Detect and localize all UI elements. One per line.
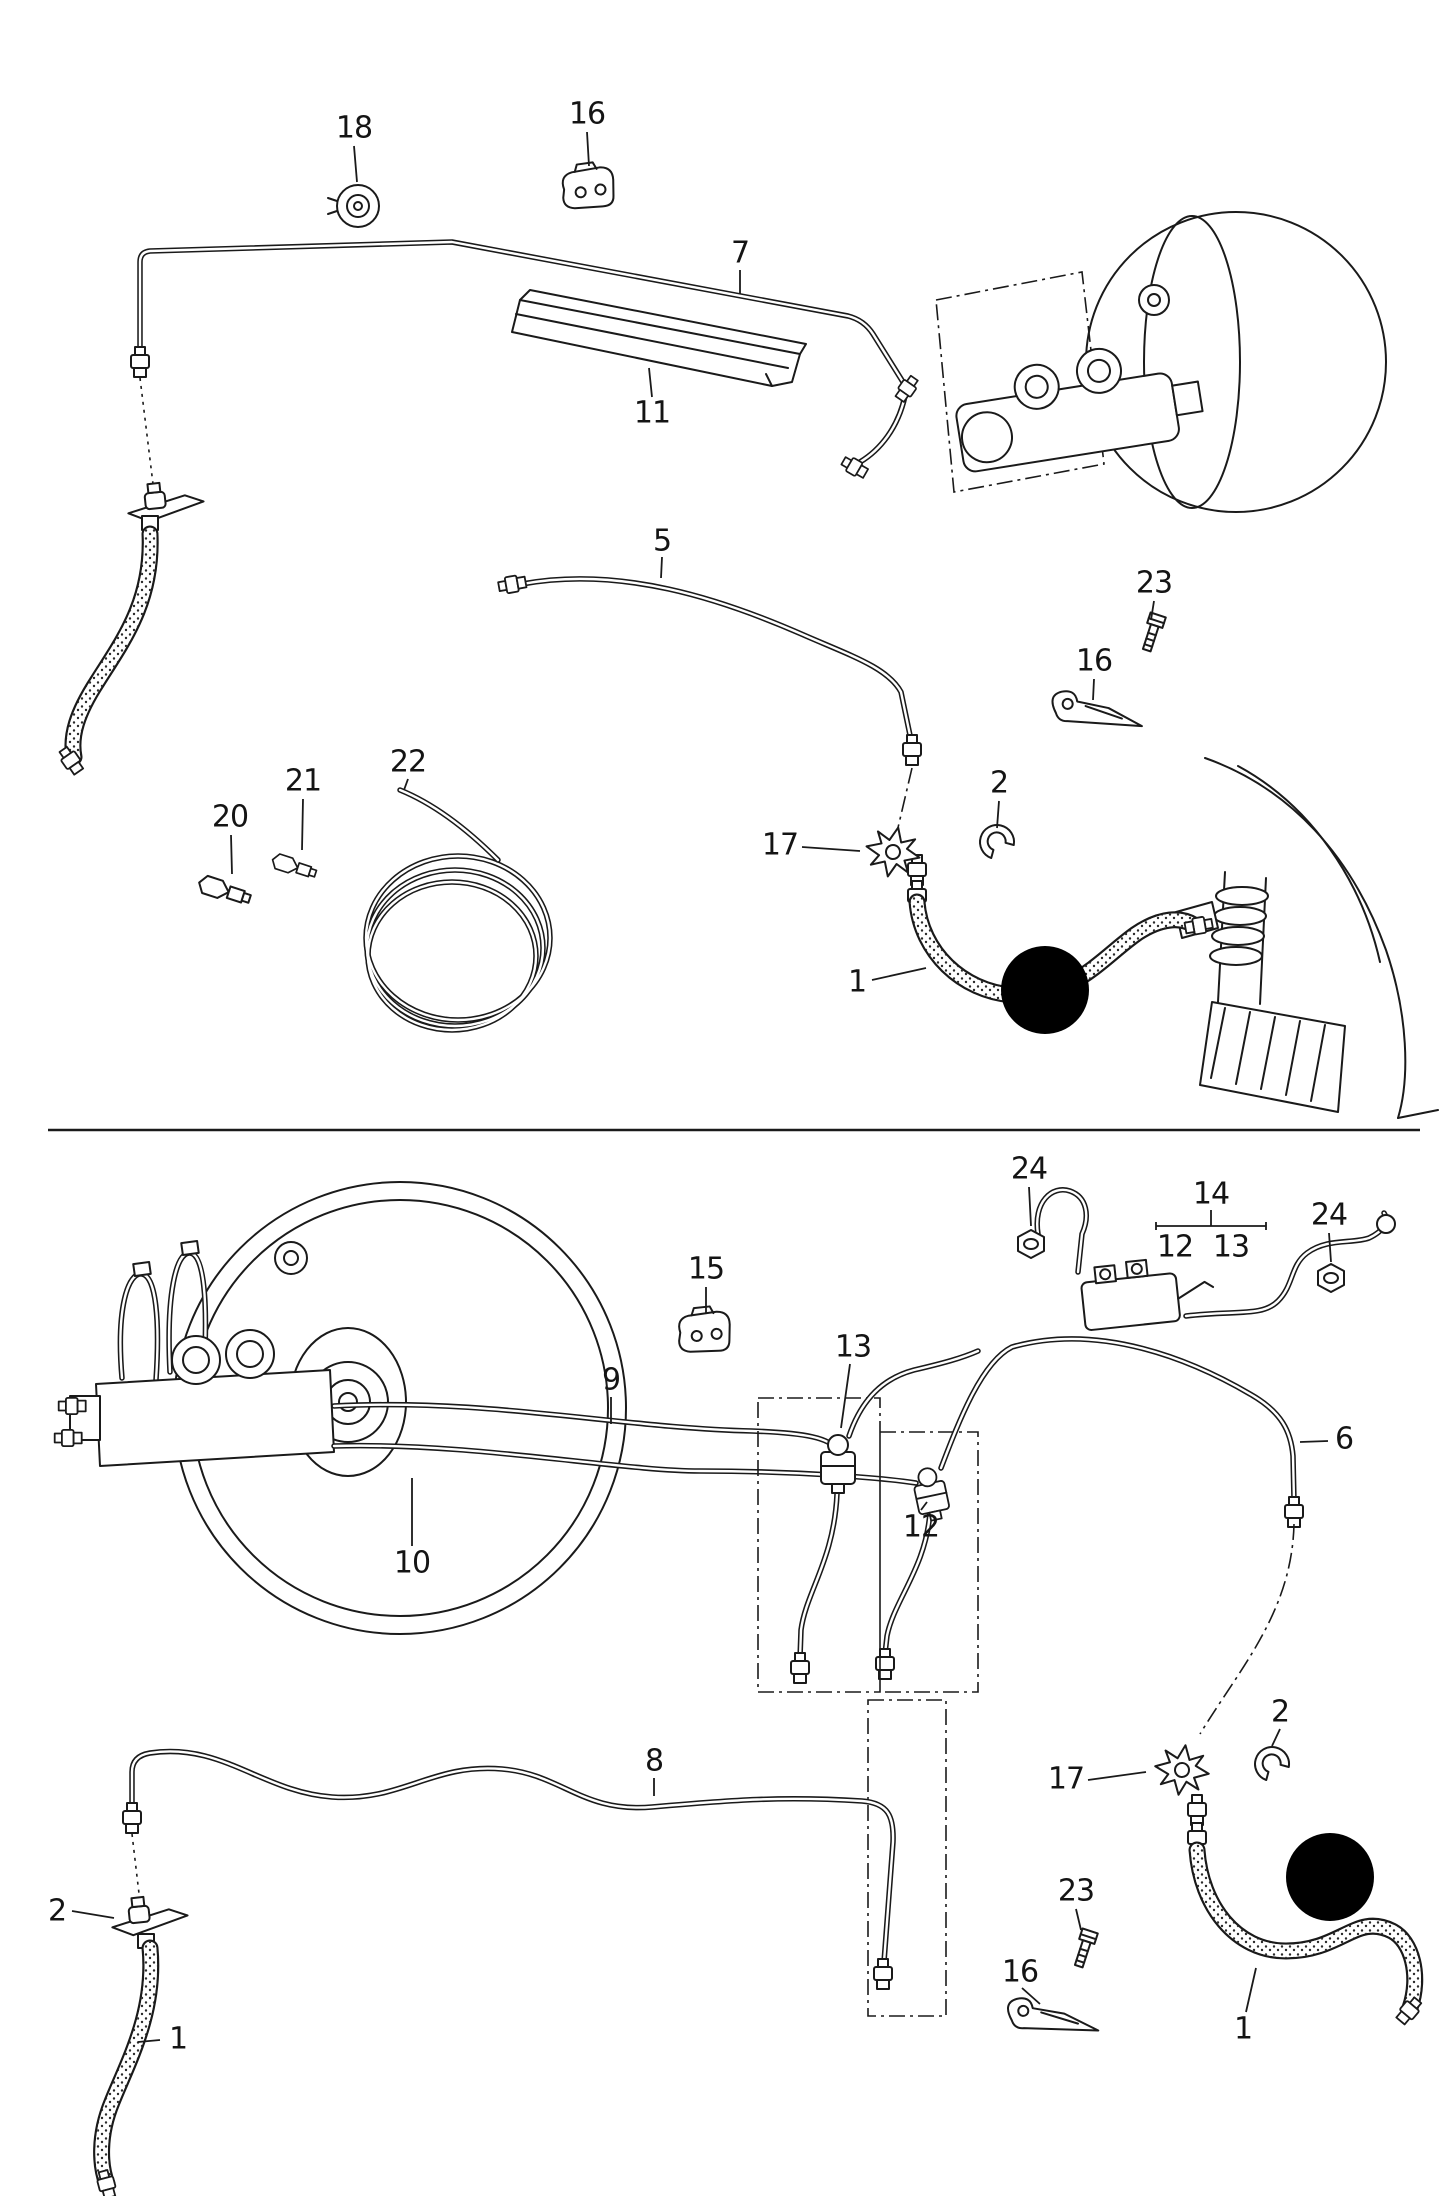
part-callout-12: 12 <box>902 1509 940 1545</box>
brake-hose-upper-left <box>55 515 159 778</box>
part-callout-1-lower-right: 1 <box>1233 2011 1253 2047</box>
part-callout-24-right: 24 <box>1310 1197 1348 1233</box>
bracket-16-lower <box>1004 1995 1103 2040</box>
part-callout-23-lower: 23 <box>1057 1873 1095 1909</box>
part-callout-16-upper: 16 <box>568 96 606 132</box>
master-cylinder-upper <box>955 347 1204 473</box>
upper-section <box>55 131 1439 1119</box>
part-callout-1-lower-left: 1 <box>168 2021 188 2057</box>
bracket-16-upper <box>1048 687 1147 736</box>
leader-lines-lower <box>71 1186 1332 2043</box>
alignment-dotted-line-lower <box>131 1833 141 1903</box>
part-callout-13-bracket: 13 <box>1212 1229 1250 1265</box>
part-callout-13: 13 <box>834 1329 872 1365</box>
part-callout-22: 22 <box>389 744 427 780</box>
part-callout-21: 21 <box>284 763 322 799</box>
brake-pressure-regulator-14 <box>1017 1190 1396 1331</box>
redaction-dot-lower <box>1286 1833 1374 1921</box>
part-callout-17-lower: 17 <box>1047 1761 1085 1797</box>
union-fitting-21 <box>269 851 319 882</box>
nut-24-right <box>1317 1263 1345 1293</box>
part-callout-17-upper: 17 <box>761 827 799 863</box>
leader-lines-upper <box>230 131 1155 981</box>
part-callout-11: 11 <box>633 395 671 431</box>
wheel-housing-upper <box>1175 757 1439 1119</box>
part-callout-2-lower-right: 2 <box>1270 1694 1290 1730</box>
part-callout-12-bracket: 12 <box>1156 1229 1194 1265</box>
brake-pipe-7 <box>130 242 922 482</box>
union-fitting-20 <box>195 873 254 909</box>
part-callout-16-upper-b: 16 <box>1075 643 1113 679</box>
alignment-dotted-line <box>139 377 155 493</box>
valve-outline-boxes <box>757 1397 979 2017</box>
bolt-23-lower <box>1070 1927 1099 1970</box>
pipe-clip-16-upper <box>557 158 618 213</box>
brake-pipe-5 <box>496 573 922 833</box>
bolt-23-upper <box>1138 611 1167 654</box>
nut-24-left <box>1017 1229 1045 1259</box>
brake-hose-1-lower-left <box>95 1933 154 2196</box>
part-callout-2-upper: 2 <box>989 765 1009 801</box>
part-callout-5: 5 <box>652 523 672 559</box>
retaining-clip-2-lower <box>1247 1739 1294 1784</box>
master-cylinder-outline <box>935 271 1105 493</box>
redaction-dot-upper <box>1001 946 1089 1034</box>
hose-bracket-2-lower-left <box>108 1891 191 1939</box>
part-callout-1-upper: 1 <box>847 964 867 1000</box>
part-callout-7: 7 <box>730 235 750 271</box>
part-callout-10: 10 <box>393 1545 431 1581</box>
part-callout-14: 14 <box>1192 1176 1230 1212</box>
part-callout-18: 18 <box>335 110 373 146</box>
part-callout-20: 20 <box>211 799 249 835</box>
part-callout-15: 15 <box>687 1251 725 1287</box>
brake-pipe-8 <box>122 1751 893 1990</box>
spring-clip-17-lower <box>1150 1740 1214 1800</box>
part-callout-6: 6 <box>1334 1421 1354 1457</box>
brake-pipe-6 <box>849 1339 1304 1735</box>
part-callout-16-lower: 16 <box>1001 1954 1039 1990</box>
coiled-brake-pipe-22 <box>363 790 553 1033</box>
grommet-18 <box>327 184 380 228</box>
retaining-clip-2-upper <box>972 817 1019 862</box>
part-callout-24-left: 24 <box>1010 1151 1048 1187</box>
part-callout-9: 9 <box>601 1362 621 1398</box>
hose-bracket-upper-left <box>124 477 207 525</box>
pipe-channel-bracket-11 <box>511 289 807 387</box>
part-callout-2-lower-left: 2 <box>47 1893 67 1929</box>
part-callout-8: 8 <box>644 1743 664 1779</box>
part-callout-23-upper: 23 <box>1135 565 1173 601</box>
master-cylinder-lower <box>53 1239 335 1467</box>
lower-section <box>53 1181 1425 2196</box>
pipe-clip-15 <box>674 1303 734 1356</box>
brake-booster-upper <box>1085 211 1387 513</box>
